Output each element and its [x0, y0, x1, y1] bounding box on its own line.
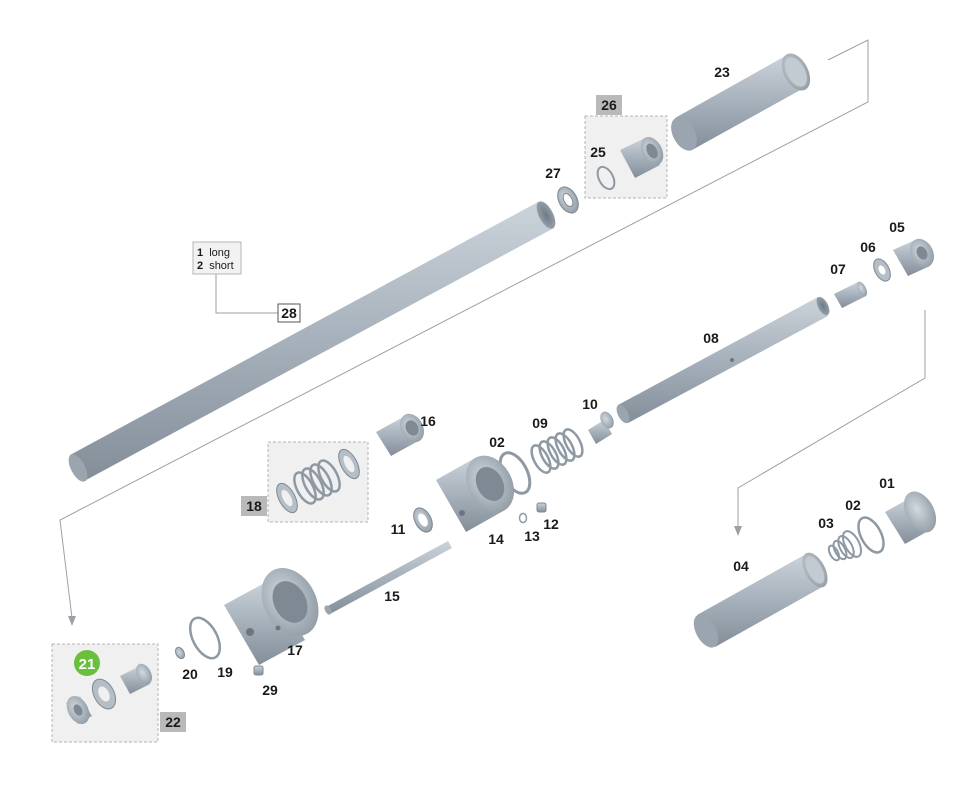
length-legend: 1 long 2 short 28: [192, 241, 301, 323]
assembly-guide-lines: [59, 39, 926, 619]
part-labels: 23 27 25 05 06 07 08 10 09 02 16 11 14 1…: [182, 64, 905, 698]
group-box-22: 22: [51, 643, 186, 743]
part-05-end-cap[interactable]: [893, 235, 939, 276]
label-23: 23: [714, 64, 730, 80]
part-04-outer-sleeve[interactable]: [689, 549, 833, 652]
legend-leader-line: [215, 272, 278, 314]
label-04: 04: [733, 558, 749, 574]
part-18-spring-pack[interactable]: [272, 446, 363, 516]
legend-text-short: short: [209, 260, 233, 272]
part-08-inner-tube[interactable]: [614, 295, 832, 425]
part-14-housing[interactable]: [436, 447, 524, 532]
legend-text-long: long: [209, 247, 230, 259]
part-01-end-cap[interactable]: [885, 486, 943, 544]
label-13: 13: [524, 528, 540, 544]
part-27-nut[interactable]: [553, 183, 582, 216]
legend-num-1: 1: [197, 247, 203, 259]
label-02-upper: 02: [489, 434, 505, 450]
label-06: 06: [860, 239, 876, 255]
svg-text:2 short: 2 short: [197, 260, 234, 272]
part-22-assembly[interactable]: [62, 661, 155, 728]
label-19: 19: [217, 664, 233, 680]
part-09-spring[interactable]: [528, 426, 586, 475]
svg-text:1 long: 1 long: [197, 247, 230, 259]
label-01: 01: [879, 475, 895, 491]
part-23-sleeve[interactable]: [666, 49, 816, 155]
label-08: 08: [703, 330, 719, 346]
label-20: 20: [182, 666, 198, 682]
label-14: 14: [488, 531, 504, 547]
part-25-o-ring[interactable]: [594, 164, 618, 192]
part-20-small-ring[interactable]: [174, 646, 187, 660]
label-02-lower: 02: [845, 497, 861, 513]
part-07-valve-fitting[interactable]: [834, 280, 869, 308]
label-07: 07: [830, 261, 846, 277]
label-03: 03: [818, 515, 834, 531]
label-16: 16: [420, 413, 436, 429]
label-09: 09: [532, 415, 548, 431]
arrow-head-right: [734, 526, 742, 536]
label-25: 25: [590, 144, 606, 160]
arrow-head-left: [68, 616, 76, 626]
part-19-o-ring[interactable]: [184, 613, 226, 663]
group-tag-22: 22: [165, 714, 181, 730]
badge-21-text: 21: [79, 656, 96, 673]
part-16-bushing[interactable]: [376, 410, 429, 456]
group-tag-18: 18: [246, 498, 262, 514]
part-13-small-ring[interactable]: [518, 512, 528, 524]
label-10: 10: [582, 396, 598, 412]
part-10-adapter[interactable]: [588, 409, 617, 444]
part-11-ring[interactable]: [410, 505, 436, 535]
guide-line-right: [737, 310, 926, 528]
highlight-badge-21[interactable]: 21: [74, 650, 100, 676]
label-17: 17: [287, 642, 303, 658]
label-15: 15: [384, 588, 400, 604]
label-05: 05: [889, 219, 905, 235]
guide-line-upper: [59, 39, 869, 619]
group-tag-26: 26: [601, 97, 617, 113]
part-26-gland[interactable]: [620, 133, 668, 178]
legend-num-2: 2: [197, 260, 203, 272]
label-11: 11: [391, 521, 406, 537]
part-15-rod[interactable]: [323, 541, 452, 616]
label-27: 27: [545, 165, 561, 181]
label-29: 29: [262, 682, 278, 698]
part-02-ring-lower[interactable]: [853, 514, 888, 557]
part-06-washer[interactable]: [870, 256, 894, 284]
group-tag-28: 28: [281, 305, 297, 321]
part-17-large-housing[interactable]: [224, 558, 330, 665]
part-29-plug[interactable]: [253, 665, 264, 676]
label-12: 12: [543, 516, 559, 532]
part-12-small-nut[interactable]: [536, 502, 547, 513]
part-28-long-tube[interactable]: [65, 198, 559, 484]
part-03-conical-spring[interactable]: [827, 528, 865, 562]
